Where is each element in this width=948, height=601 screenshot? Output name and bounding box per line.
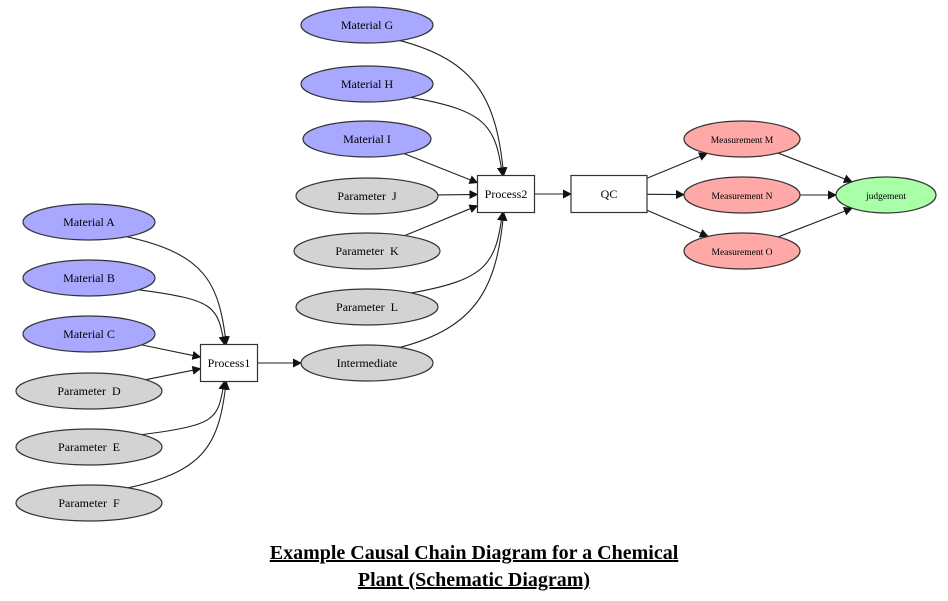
edge-matB-to-process1 — [138, 289, 228, 346]
edge-parL-to-process2 — [411, 211, 506, 294]
parF-label: Parameter F — [58, 496, 120, 510]
matA-label: Material A — [63, 215, 115, 229]
node-qc: QC — [570, 174, 648, 214]
node-matA: Material A — [22, 203, 156, 241]
node-process1: Process1 — [199, 343, 259, 383]
matI-ellipse — [302, 120, 432, 158]
node-parE: Parameter E — [15, 428, 163, 466]
parK-ellipse — [293, 232, 441, 270]
edge-matH-to-process2 — [410, 96, 506, 177]
edge-parF-to-process1 — [127, 380, 230, 489]
measN-label: Measurement N — [712, 192, 773, 202]
node-matI: Material I — [302, 120, 432, 158]
edge-parK-to-process2 — [404, 204, 479, 237]
judgement-label: judgement — [865, 192, 906, 202]
edge-measO-to-judgement — [777, 206, 853, 238]
edge-qc-to-measO — [646, 209, 709, 238]
edge-qc-to-measM — [646, 152, 709, 179]
matG-label: Material G — [341, 18, 394, 32]
parL-ellipse — [295, 288, 439, 326]
measO-ellipse — [683, 232, 801, 270]
matB-label: Material B — [63, 271, 115, 285]
edge-matG-to-process2 — [399, 40, 508, 177]
caption-line-1: Example Causal Chain Diagram for a Chemi… — [269, 542, 679, 564]
node-matC: Material C — [22, 315, 156, 353]
node-parK: Parameter K — [293, 232, 441, 270]
parD-label: Parameter D — [57, 384, 121, 398]
qc-box — [570, 174, 648, 214]
edge-intermediate-to-process2 — [399, 211, 508, 348]
node-parD: Parameter D — [15, 372, 163, 410]
node-parF: Parameter F — [15, 484, 163, 522]
matI-label: Material I — [343, 132, 391, 146]
node-measM: Measurement M — [683, 120, 801, 158]
edge-parE-to-process1 — [141, 380, 228, 436]
parK-label: Parameter K — [335, 244, 399, 258]
node-judgement: judgement — [835, 176, 937, 214]
edge-matA-to-process1 — [126, 236, 230, 346]
qc-label: QC — [601, 187, 618, 201]
matB-ellipse — [22, 259, 156, 297]
parJ-ellipse — [295, 177, 439, 215]
edge-measM-to-judgement — [777, 152, 853, 184]
intermediate-label: Intermediate — [337, 356, 398, 370]
diagram-caption: Example Causal Chain Diagram for a Chemi… — [0, 540, 948, 594]
matH-label: Material H — [341, 77, 394, 91]
node-parJ: Parameter J — [295, 177, 439, 215]
edge-layer — [126, 40, 853, 489]
parE-ellipse — [15, 428, 163, 466]
edge-matC-to-process1 — [141, 344, 202, 360]
caption-line-2: Plant (Schematic Diagram) — [357, 569, 591, 591]
edge-matI-to-process2 — [403, 153, 479, 184]
node-parL: Parameter L — [295, 288, 439, 326]
measM-label: Measurement M — [711, 136, 774, 146]
node-matH: Material H — [300, 65, 434, 103]
node-matB: Material B — [22, 259, 156, 297]
node-matG: Material G — [300, 6, 434, 44]
matH-ellipse — [300, 65, 434, 103]
process2-box — [476, 174, 536, 214]
measM-ellipse — [683, 120, 801, 158]
intermediate-ellipse — [300, 344, 434, 382]
node-layer: Material A Material B Material C Parameter … — [15, 6, 937, 522]
parF-ellipse — [15, 484, 163, 522]
edge-parD-to-process1 — [145, 365, 202, 381]
node-process2: Process2 — [476, 174, 536, 214]
measN-ellipse — [683, 176, 801, 214]
process2-label: Process2 — [485, 187, 528, 201]
parJ-label: Parameter J — [337, 189, 397, 203]
measO-label: Measurement O — [712, 248, 773, 258]
edge-parJ-to-process2 — [437, 190, 479, 200]
parL-label: Parameter L — [336, 300, 398, 314]
node-measN: Measurement N — [683, 176, 801, 214]
matA-ellipse — [22, 203, 156, 241]
matG-ellipse — [300, 6, 434, 44]
process1-label: Process1 — [208, 356, 251, 370]
parD-ellipse — [15, 372, 163, 410]
node-intermediate: Intermediate — [300, 344, 434, 382]
node-measO: Measurement O — [683, 232, 801, 270]
parE-label: Parameter E — [58, 440, 120, 454]
causal-chain-diagram: Material A Material B Material C Parameter … — [15, 6, 937, 522]
matC-ellipse — [22, 315, 156, 353]
judgement-ellipse — [835, 176, 937, 214]
process1-box — [199, 343, 259, 383]
matC-label: Material C — [63, 327, 115, 341]
